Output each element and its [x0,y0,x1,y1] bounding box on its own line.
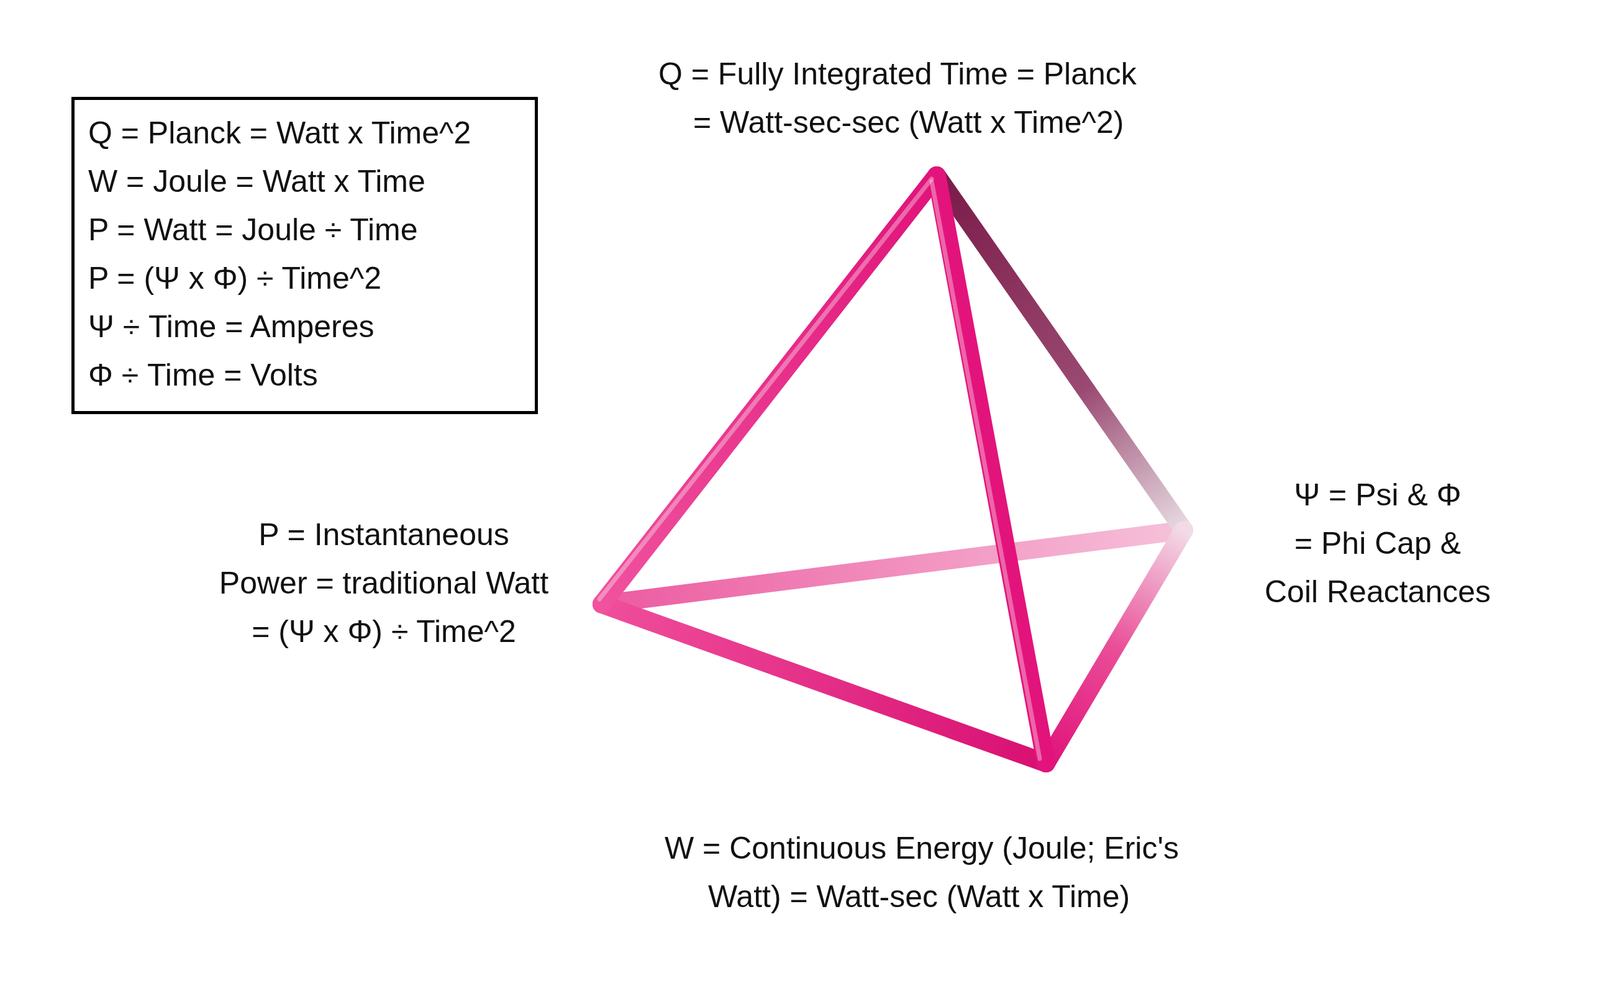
tube-edge [1045,530,1184,764]
vertex-label: Ψ = Psi & Φ = Phi Cap & Coil Reactances [1228,470,1527,617]
equation-line: Q = Planck = Watt x Time^2 [88,108,522,158]
vertex-label: P = Instantaneous Power = traditional Wa… [209,510,558,656]
tube-edge [601,175,937,605]
tube-edge [601,604,1046,764]
vertex-label: W = Continuous Energy (Joule; Eric's Wat… [664,824,1398,922]
equation-line: P = (Ψ x Φ) ÷ Time^2 [88,254,522,303]
back-edge [601,530,1184,605]
equation-line: Φ ÷ Time = Volts [88,350,522,400]
legend-box: Q = Planck = Watt x Time^2W = Joule = Wa… [71,96,538,415]
equation-line: Ψ ÷ Time = Amperes [88,302,522,351]
tube-highlight [931,181,1040,760]
equation-line: P = Watt = Joule ÷ Time [88,205,522,255]
vertex-label: Q = Fully Integrated Time = Planck = Wat… [658,49,1255,147]
tube-edge [936,175,1046,764]
equation-line: W = Joule = Watt x Time [88,157,522,206]
tube-highlight [599,178,932,600]
